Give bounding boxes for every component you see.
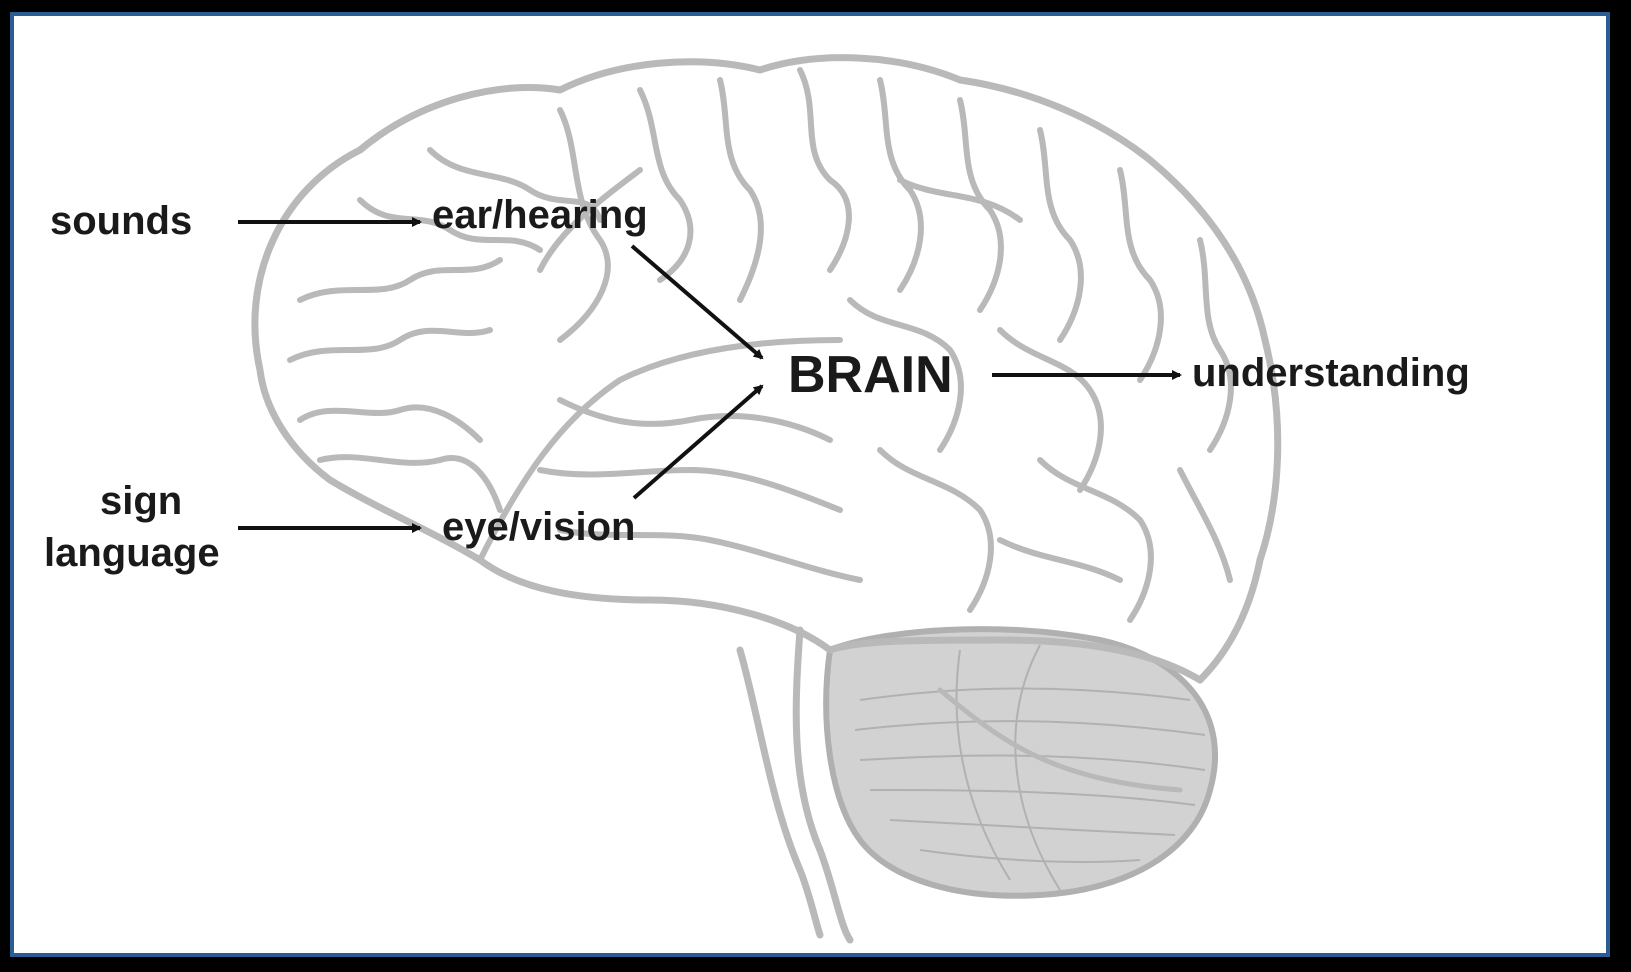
label-understanding: understanding xyxy=(1192,351,1470,395)
label-sign: sign xyxy=(100,479,182,523)
label-brain: BRAIN xyxy=(788,346,953,404)
label-language: language xyxy=(44,531,220,575)
label-ear-hearing: ear/hearing xyxy=(432,193,648,237)
label-eye-vision: eye/vision xyxy=(442,505,635,549)
brain-illustration-icon xyxy=(255,58,1278,940)
label-sounds: sounds xyxy=(50,199,192,243)
arrow-eye-to-brain xyxy=(634,386,762,498)
arrow-ear-to-brain xyxy=(632,246,762,358)
